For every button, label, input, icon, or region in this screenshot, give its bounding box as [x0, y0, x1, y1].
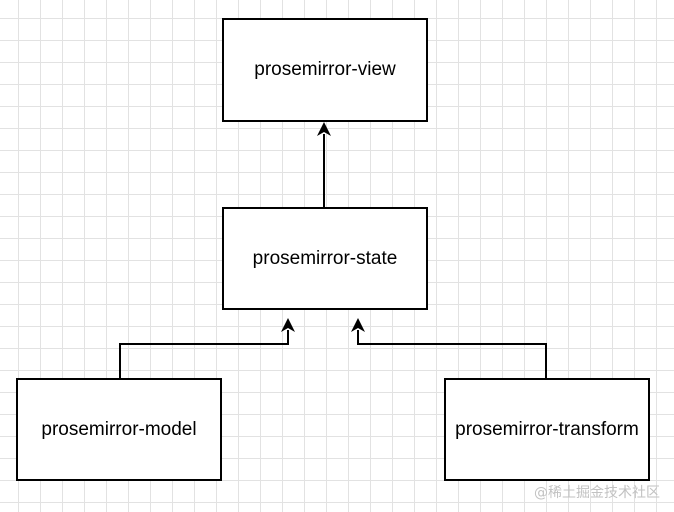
node-prosemirror-transform: prosemirror-transform: [444, 378, 650, 481]
node-prosemirror-view: prosemirror-view: [222, 18, 428, 122]
node-label: prosemirror-transform: [455, 418, 639, 440]
arrowhead-state-right: [351, 318, 365, 332]
edge-model-to-state: [119, 330, 289, 378]
arrowhead-state-left: [281, 318, 295, 332]
node-label: prosemirror-view: [254, 59, 396, 80]
edge-transform-to-state: [357, 330, 547, 378]
arrowhead-view: [317, 122, 331, 136]
node-label: prosemirror-model: [41, 418, 197, 440]
watermark: @稀土掘金技术社区: [534, 485, 660, 501]
node-prosemirror-model: prosemirror-model: [16, 378, 222, 481]
node-prosemirror-state: prosemirror-state: [222, 207, 428, 310]
node-label: prosemirror-state: [252, 247, 398, 269]
